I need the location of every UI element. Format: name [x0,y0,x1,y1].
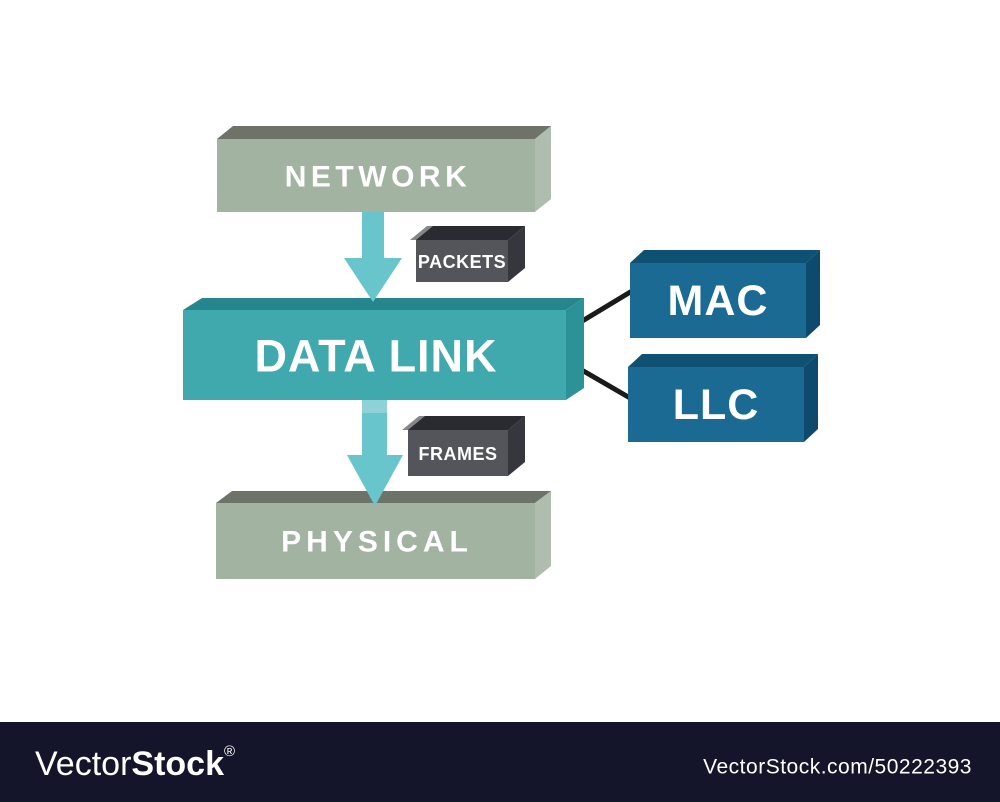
connector-datalink-mac [577,288,634,326]
arrow-datalink-light-band [362,400,387,413]
datalink-layer-box: DATA LINK [183,298,584,400]
llc-label: LLC [673,381,760,429]
mac-label: MAC [668,277,769,325]
packets-tag-box: PACKETS [410,226,525,282]
datalink-box-side-face [566,298,584,400]
watermark-bar-bg [0,722,1000,802]
vectorstock-logo: VectorStock® [35,743,235,784]
datalink-box-front-face [183,310,566,400]
network-box-side-face [535,126,551,212]
network-layer-box: NETWORK [217,126,551,212]
arrow-datalink-to-physical [347,400,403,506]
mac-box-side-face [806,250,820,338]
datalink-label: DATA LINK [254,331,497,382]
network-box-top-face [217,126,551,139]
llc-box-side-face [804,354,818,442]
vectorstock-logo-bold: Stock [131,745,224,783]
packets-box-top-face [416,226,525,240]
packets-label: PACKETS [418,252,506,272]
mac-sublayer-box: MAC [630,250,820,338]
vectorstock-image-ref: VectorStock.com/50222393 [703,756,972,779]
packets-box-side-face [508,226,525,282]
physical-box-side-face [535,491,551,579]
frames-box-front-face [408,430,508,476]
frames-tag-box: FRAMES [402,416,525,476]
physical-label: PHYSICAL [281,526,473,559]
registered-mark: ® [224,743,235,760]
physical-box-front-face [216,503,535,579]
frames-box-side-face [508,416,525,476]
packets-box-bevel [410,226,434,240]
llc-box-top-face [628,354,818,367]
llc-box-front-face [628,367,804,442]
frames-box-bevel [402,416,426,430]
frames-box-top-face [408,416,525,430]
network-box-front-face [217,139,535,212]
watermark-bar: VectorStock® VectorStock.com/50222393 [0,722,1000,802]
datalink-box-top-face [183,298,584,310]
packets-box-front-face [416,240,508,282]
mac-box-top-face [630,250,820,263]
mac-box-front-face [630,263,806,338]
connector-datalink-llc [578,366,632,401]
vectorstock-logo-light: Vector [35,745,131,783]
llc-sublayer-box: LLC [628,354,818,442]
arrow-network-to-datalink [344,212,402,302]
physical-box-top-face [216,491,551,503]
frames-label: FRAMES [419,444,498,464]
physical-layer-box: PHYSICAL [216,491,551,579]
network-label: NETWORK [285,161,471,194]
